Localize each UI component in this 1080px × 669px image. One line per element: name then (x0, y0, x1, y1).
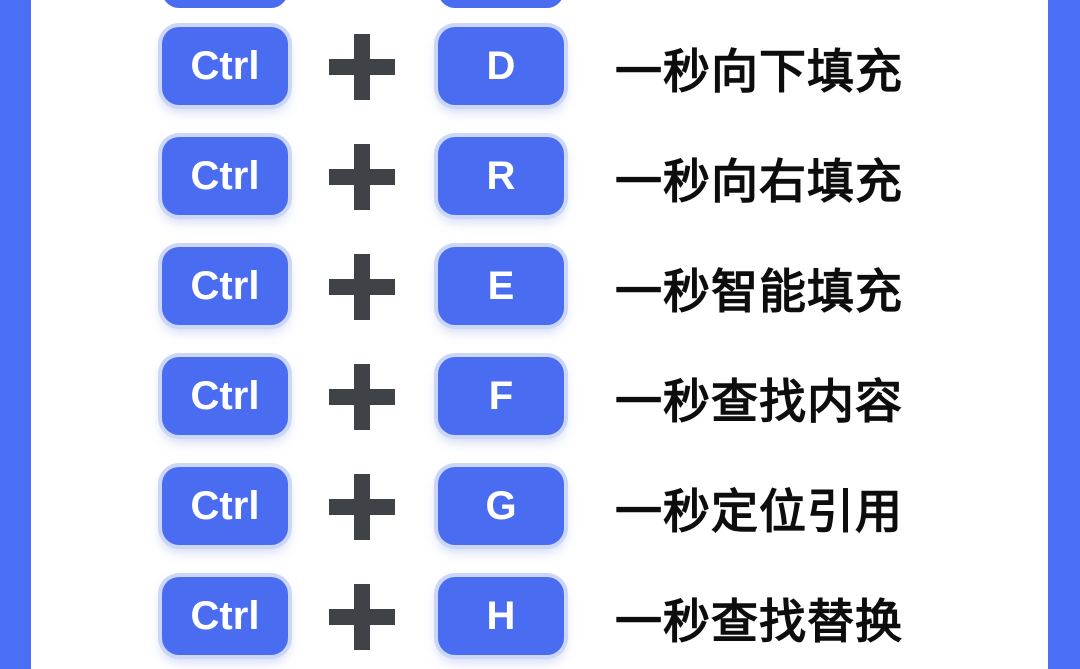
ctrl-key: Ctrl (162, 467, 288, 545)
ctrl-key-label: Ctrl (190, 263, 260, 308)
ctrl-key: Ctrl (162, 27, 288, 105)
plus-horizontal-bar (329, 389, 395, 405)
plus-horizontal-bar (329, 169, 395, 185)
shortcut-row-ctrl-d: Ctrl D 一秒向下填充 (31, 27, 1048, 107)
shortcut-row-ctrl-e: Ctrl E 一秒智能填充 (31, 247, 1048, 327)
shortcut-description: 一秒定位引用 (615, 484, 903, 538)
shortcut-row-ctrl-h: Ctrl H 一秒查找替换 (31, 577, 1048, 657)
letter-key-g: G (438, 467, 564, 545)
plus-horizontal-bar (329, 59, 395, 75)
shortcut-description: 一秒查找内容 (615, 374, 903, 428)
partial-shortcut-row (31, 0, 1048, 10)
shortcut-row-ctrl-g: Ctrl G 一秒定位引用 (31, 467, 1048, 547)
letter-key-f: F (438, 357, 564, 435)
letter-key-h: H (438, 577, 564, 655)
plus-icon (329, 254, 395, 320)
plus-icon (329, 364, 395, 430)
left-accent-bar (0, 0, 31, 669)
letter-key-d: D (438, 27, 564, 105)
letter-key-r: R (438, 137, 564, 215)
plus-icon (329, 474, 395, 540)
ctrl-key: Ctrl (162, 247, 288, 325)
letter-key-e: E (438, 247, 564, 325)
ctrl-key: Ctrl (162, 577, 288, 655)
right-accent-bar (1048, 0, 1080, 669)
shortcut-description: 一秒查找替换 (615, 594, 903, 648)
shortcut-description: 一秒向下填充 (615, 44, 903, 98)
letter-key-label: H (486, 593, 516, 638)
shortcut-row-ctrl-f: Ctrl F 一秒查找内容 (31, 357, 1048, 437)
ctrl-key-label: Ctrl (190, 43, 260, 88)
letter-key-label: E (487, 263, 515, 308)
plus-icon (329, 34, 395, 100)
plus-icon (329, 144, 395, 210)
partial-ctrl-key (162, 0, 288, 8)
ctrl-key: Ctrl (162, 357, 288, 435)
ctrl-key-label: Ctrl (190, 593, 260, 638)
letter-key-label: D (486, 43, 516, 88)
letter-key-label: F (488, 373, 514, 418)
shortcut-description: 一秒智能填充 (615, 264, 903, 318)
partial-letter-key (438, 0, 564, 8)
shortcut-description: 一秒向右填充 (615, 154, 903, 208)
shortcut-row-ctrl-r: Ctrl R 一秒向右填充 (31, 137, 1048, 217)
ctrl-key-label: Ctrl (190, 373, 260, 418)
plus-horizontal-bar (329, 609, 395, 625)
ctrl-key: Ctrl (162, 137, 288, 215)
shortcut-list: Ctrl D 一秒向下填充 Ctrl R 一秒向右填充 (31, 0, 1048, 669)
ctrl-key-label: Ctrl (190, 483, 260, 528)
plus-horizontal-bar (329, 279, 395, 295)
plus-horizontal-bar (329, 499, 395, 515)
plus-icon (329, 584, 395, 650)
ctrl-key-label: Ctrl (190, 153, 260, 198)
letter-key-label: R (486, 153, 516, 198)
letter-key-label: G (485, 483, 517, 528)
